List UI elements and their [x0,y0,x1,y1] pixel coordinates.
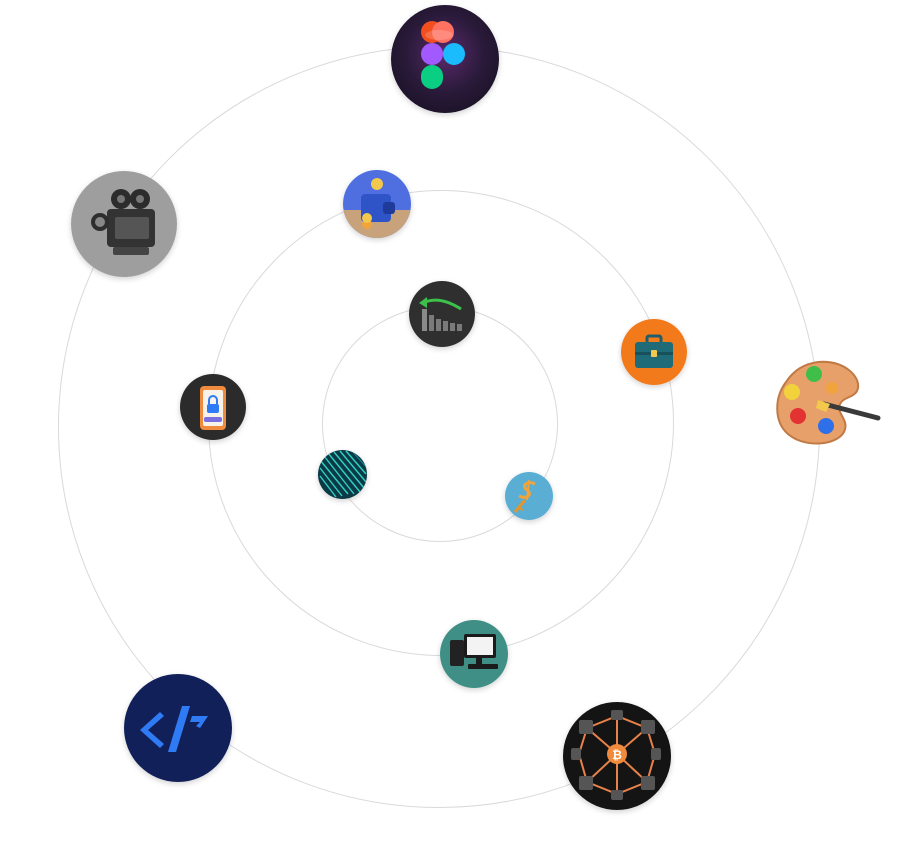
matrix-code-icon[interactable] [318,450,367,499]
code-brackets-icon[interactable] [124,674,232,782]
briefcase-icon[interactable] [621,319,687,385]
phone-lock-icon[interactable] [180,374,246,440]
computer-icon[interactable] [440,620,508,688]
paint-palette-icon[interactable] [774,358,882,450]
svg-text:₿: ₿ [612,748,622,762]
figma-icon[interactable] [391,5,499,113]
bitcoin-network-icon[interactable]: ₿ [563,702,671,810]
wallet-icon[interactable] [343,170,411,238]
trend-chart-icon[interactable] [409,281,475,347]
dollar-key-icon[interactable] [505,472,553,520]
movie-camera-icon[interactable] [71,171,177,277]
